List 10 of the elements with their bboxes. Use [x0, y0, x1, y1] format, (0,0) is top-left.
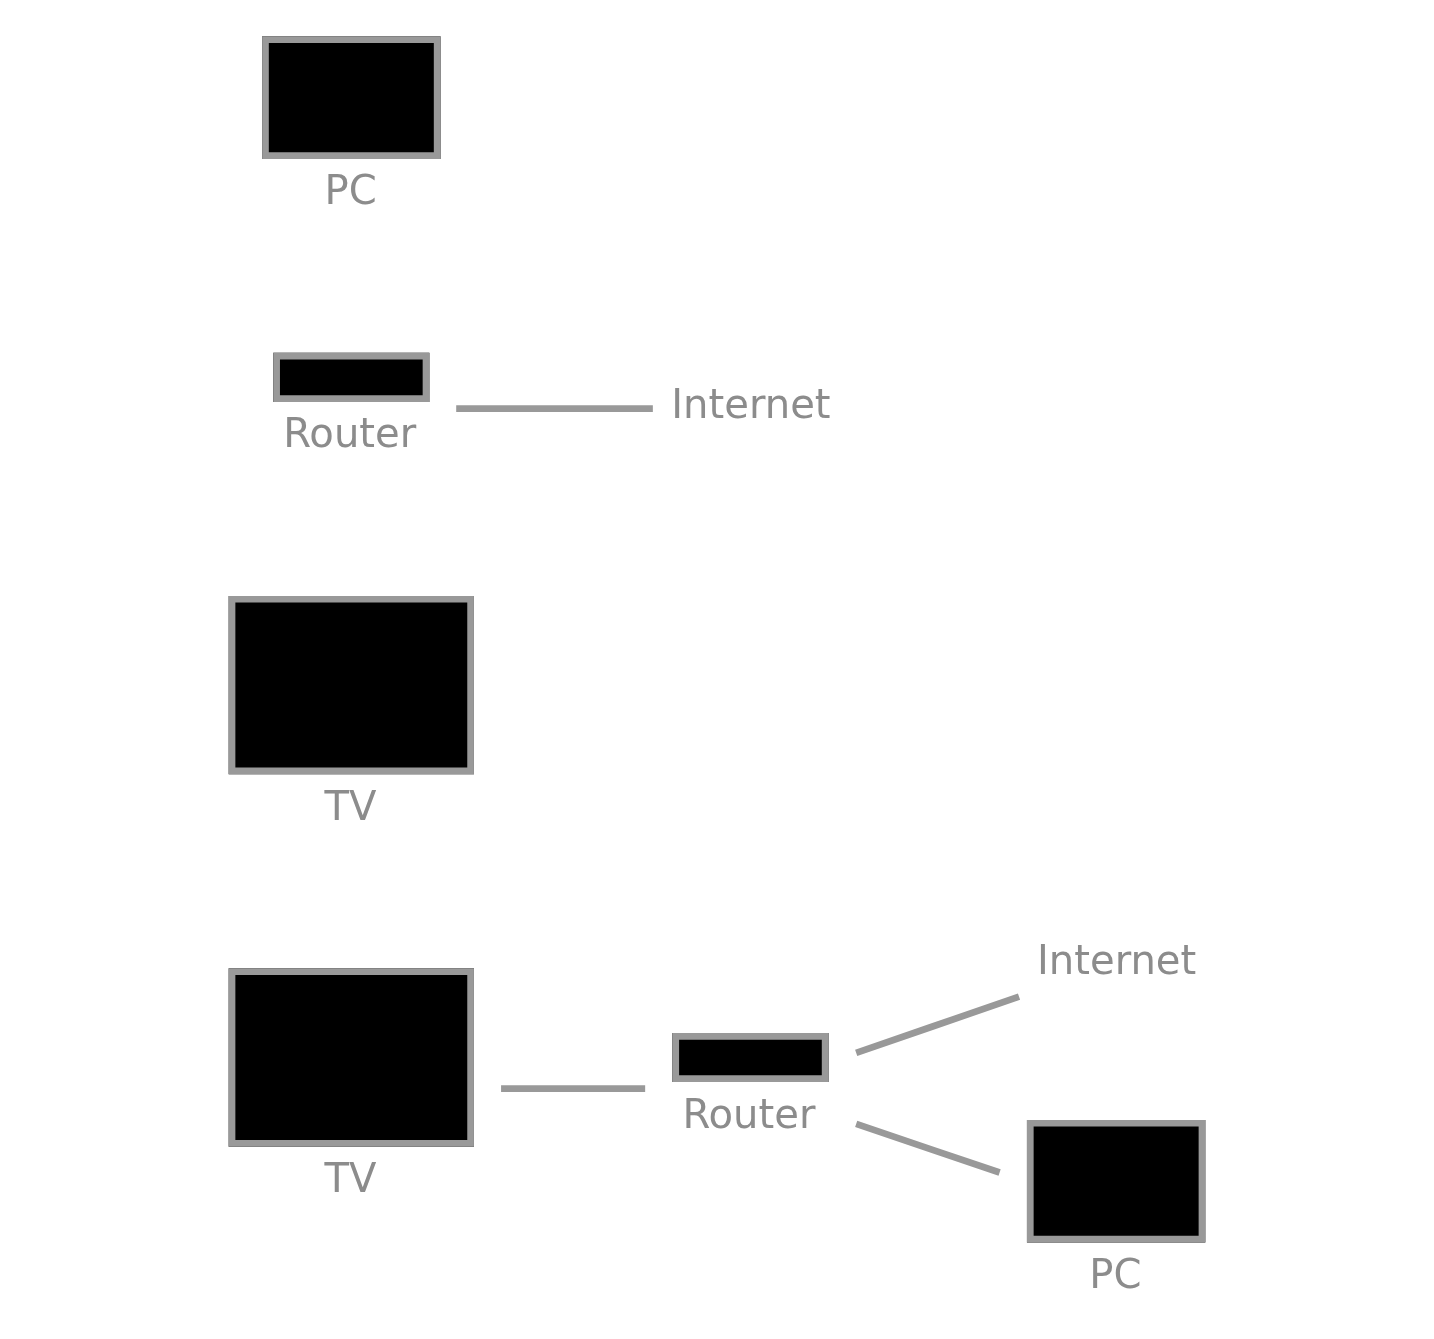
- node-label: PC: [324, 167, 377, 214]
- node-label: PC: [1089, 1251, 1142, 1298]
- connector: [855, 1120, 1001, 1176]
- connector: [855, 993, 1021, 1057]
- node-label: Router: [283, 410, 417, 457]
- node-label: TV: [324, 1155, 377, 1202]
- node-text: Internet: [671, 381, 831, 428]
- node-label: TV: [324, 782, 377, 829]
- node-label: Router: [682, 1090, 816, 1137]
- node-text: Internet: [1036, 936, 1197, 983]
